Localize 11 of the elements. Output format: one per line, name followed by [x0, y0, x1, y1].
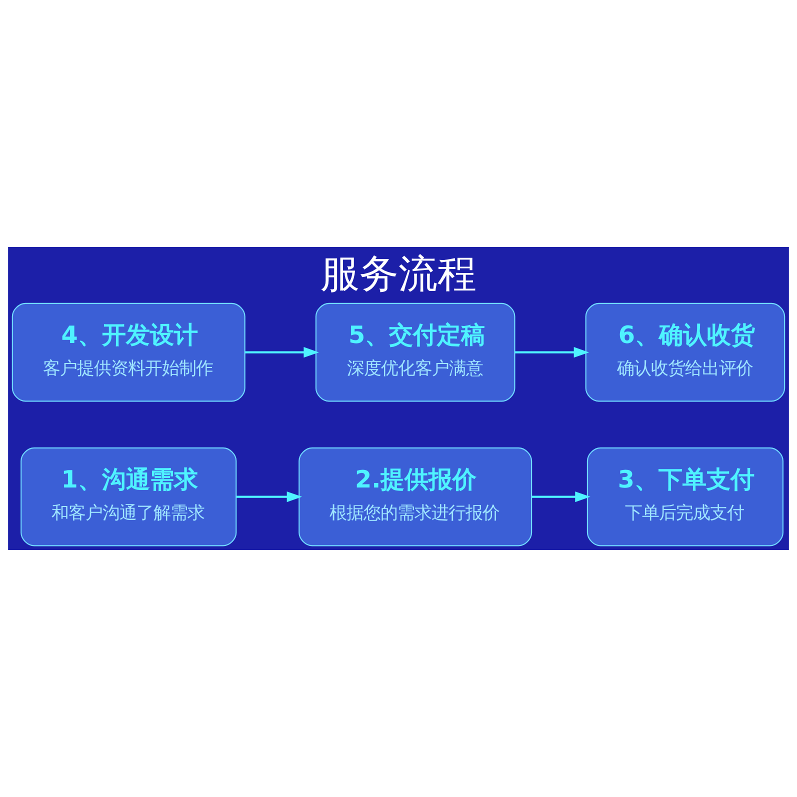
- node-box: 5、交付定稿 深度优化客户满意: [315, 302, 516, 402]
- node-box: 3、下单支付 下单后完成支付: [586, 447, 784, 546]
- diagram-title: 服务流程: [320, 252, 476, 297]
- node-box: 6、确认收货 确认收货给出评价: [585, 302, 786, 402]
- arrow: [532, 491, 590, 502]
- arrow: [245, 347, 319, 358]
- arrow: [236, 491, 302, 502]
- node-box: 4、开发设计 客户提供资料开始制作: [12, 302, 246, 402]
- node-box: 1、沟通需求 和客户沟通了解需求: [20, 447, 237, 546]
- arrow: [514, 347, 590, 358]
- node-box: 2.提供报价 根据您的需求进行报价: [298, 447, 532, 546]
